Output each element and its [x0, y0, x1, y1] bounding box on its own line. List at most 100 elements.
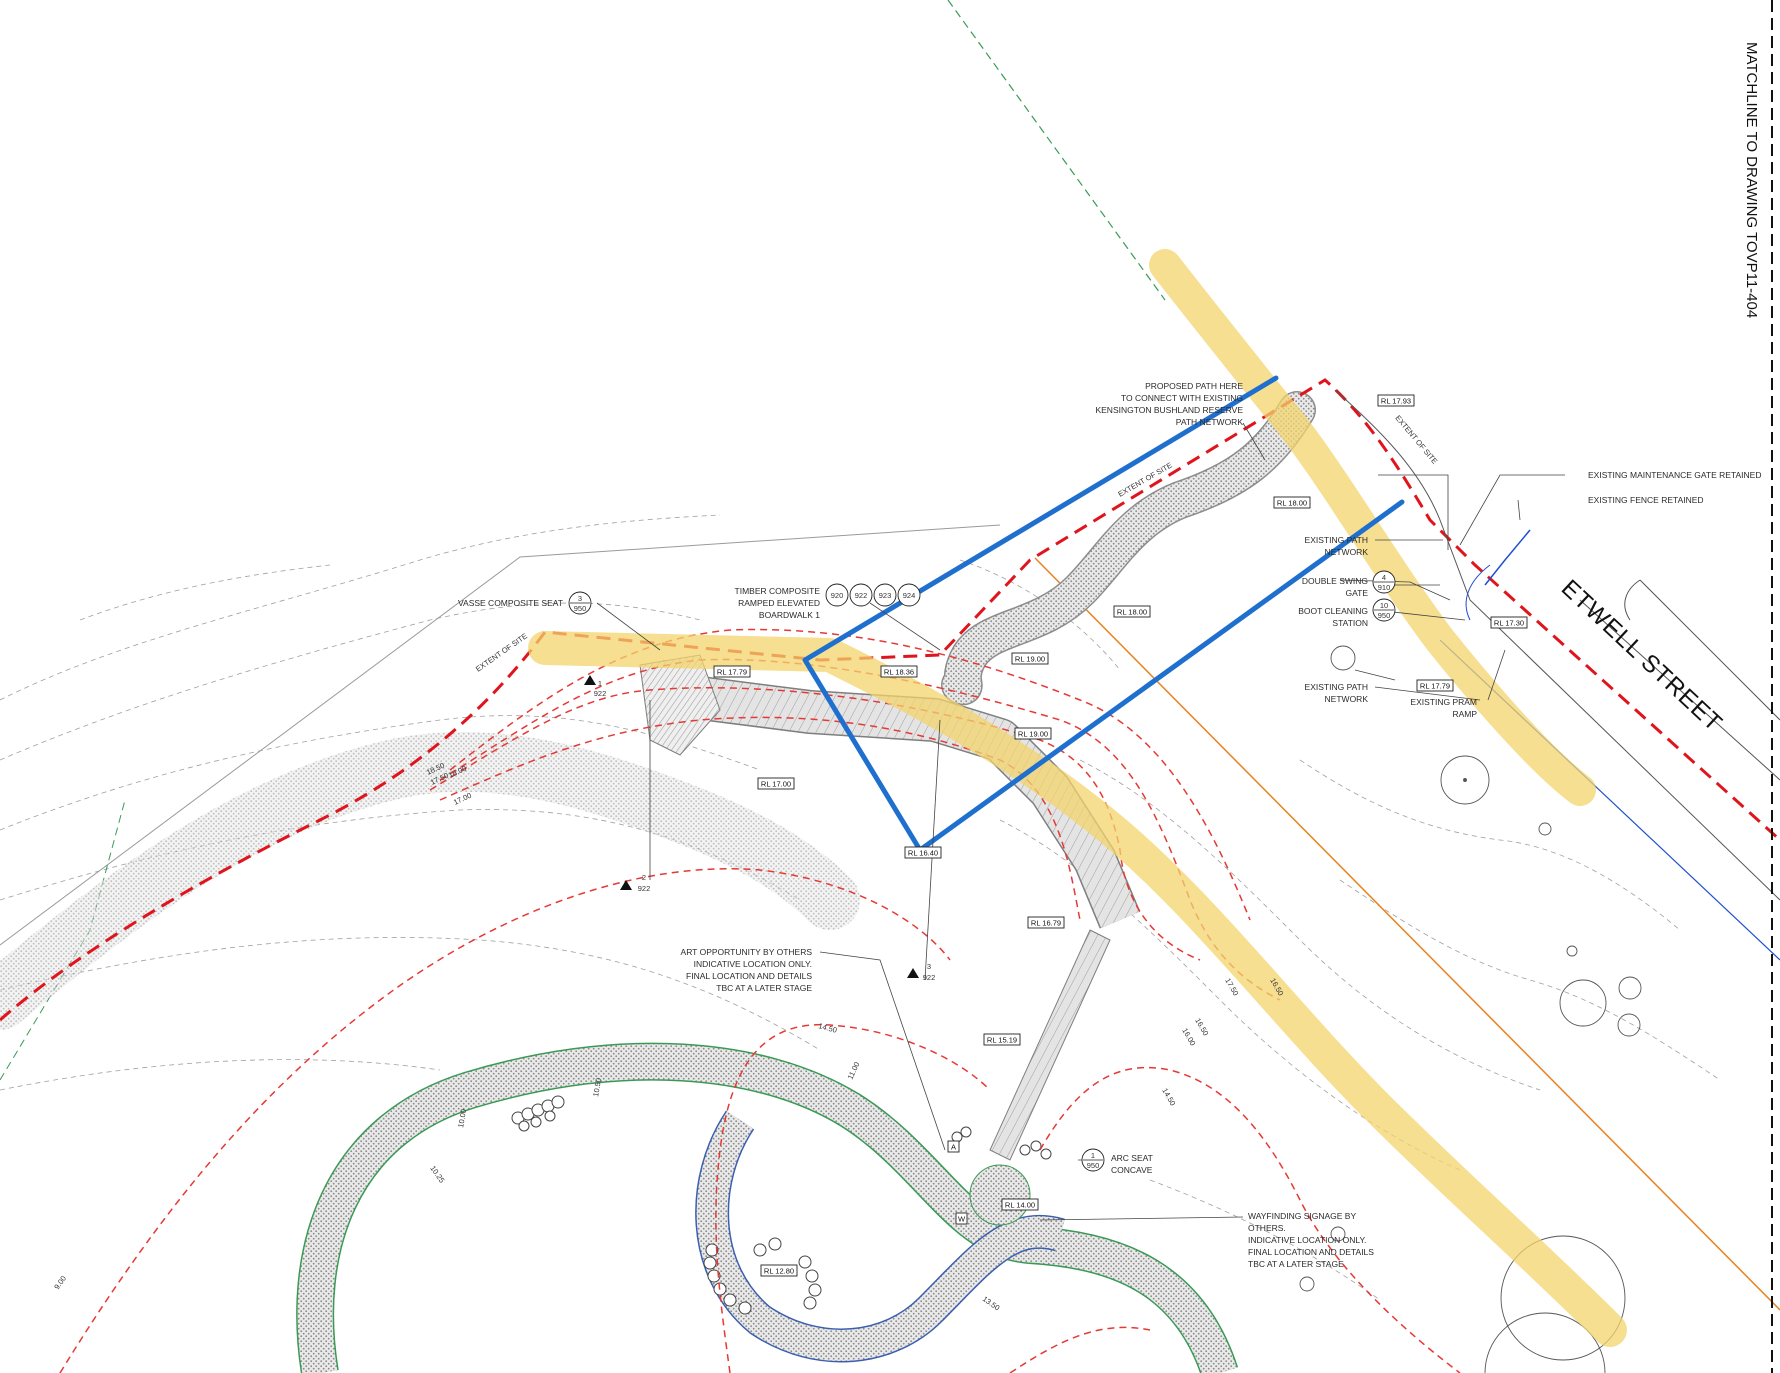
- svg-text:NETWORK: NETWORK: [1325, 547, 1369, 557]
- detail-ref-boot: 10 950: [1372, 598, 1396, 622]
- level-tag: RL 15.19: [983, 1033, 1021, 1046]
- contour-label: 9.00: [52, 1274, 68, 1291]
- svg-text:TBC AT A LATER STAGE: TBC AT A LATER STAGE: [716, 983, 812, 993]
- contour-label: 16.00: [1180, 1027, 1197, 1048]
- boardwalk-ref-3: 923: [879, 591, 892, 600]
- callout-existing-path-network: EXISTING PATH NETWORK: [1305, 682, 1369, 704]
- green-boundary-top: [947, 0, 1166, 301]
- svg-text:PROPOSED PATH HERE: PROPOSED PATH HERE: [1145, 381, 1243, 391]
- svg-text:EXISTING PATH: EXISTING PATH: [1305, 535, 1368, 545]
- svg-text:TBC AT A LATER STAGE: TBC AT A LATER STAGE: [1248, 1259, 1344, 1269]
- callout-double-swing-gate: DOUBLE SWING GATE: [1302, 576, 1368, 598]
- contour-label: 10.00: [456, 1108, 468, 1128]
- svg-text:RL 17.79: RL 17.79: [717, 668, 747, 677]
- site-outline: [0, 524, 1001, 946]
- svg-text:RAMPED ELEVATED: RAMPED ELEVATED: [738, 598, 820, 608]
- level-tag: RL 18.00: [1113, 605, 1151, 618]
- svg-text:CONCAVE: CONCAVE: [1111, 1165, 1153, 1175]
- extent-of-site-label: EXTENT OF SITE: [1393, 414, 1439, 466]
- callout-arc-seat: ARC SEAT CONCAVE: [1111, 1153, 1153, 1175]
- level-tag: RL 14.00: [1001, 1198, 1039, 1211]
- site-boundary: [0, 378, 1780, 1022]
- section-ref-1: 1 922: [594, 679, 607, 698]
- callout-existing-path-network: EXISTING PATH NETWORK: [1305, 535, 1369, 557]
- contour-labels: 18.50 17.50 18.00 17.00 14.50 14.50 16.5…: [52, 761, 1285, 1313]
- svg-text:FINAL LOCATION AND DETAILS: FINAL LOCATION AND DETAILS: [1248, 1247, 1374, 1257]
- svg-text:RL 19.00: RL 19.00: [1018, 730, 1048, 739]
- boot-ref-top: 10: [1380, 601, 1388, 610]
- contour-label: 10.50: [591, 1077, 603, 1097]
- gate-ref-bottom: 910: [1378, 583, 1391, 592]
- contour-label: 11.00: [846, 1061, 862, 1081]
- svg-text:RL 12.80: RL 12.80: [764, 1267, 794, 1276]
- section-1-num: 1: [598, 679, 602, 688]
- svg-text:RL 19.00: RL 19.00: [1015, 655, 1045, 664]
- svg-text:EXISTING PATH: EXISTING PATH: [1305, 682, 1368, 692]
- section-1-sheet: 922: [594, 689, 607, 698]
- level-tag: RL 16.79: [1027, 916, 1065, 929]
- level-tag: RL 18.00: [1273, 496, 1311, 509]
- svg-text:RAMP: RAMP: [1452, 709, 1477, 719]
- level-tag: RL 12.80: [760, 1264, 798, 1277]
- svg-text:OTHERS.: OTHERS.: [1248, 1223, 1286, 1233]
- callout-art-opportunity: ART OPPORTUNITY BY OTHERS INDICATIVE LOC…: [681, 947, 813, 993]
- svg-text:RL 17.00: RL 17.00: [761, 780, 791, 789]
- svg-text:RL 14.00: RL 14.00: [1005, 1201, 1035, 1210]
- level-tag: RL 17.93: [1377, 394, 1415, 407]
- callout-vasse-seat: VASSE COMPOSITE SEAT: [458, 598, 563, 608]
- matchline-label: MATCHLINE TO DRAWING TOVP11-404: [1743, 42, 1760, 318]
- svg-text:A: A: [951, 1143, 956, 1152]
- svg-text:INDICATIVE LOCATION ONLY.: INDICATIVE LOCATION ONLY.: [1248, 1235, 1366, 1245]
- callout-boot-cleaning-station: BOOT CLEANING STATION: [1298, 606, 1368, 628]
- section-markers: [584, 675, 919, 978]
- level-tag: RL 19.00: [1014, 727, 1052, 740]
- contour-label: 10.25: [428, 1164, 446, 1185]
- boardwalk-ref-4: 924: [903, 591, 916, 600]
- svg-text:PATH NETWORK: PATH NETWORK: [1176, 417, 1244, 427]
- level-tag: RL 17.79: [713, 665, 751, 678]
- callout-fence: EXISTING FENCE RETAINED: [1588, 495, 1704, 505]
- vasse-ref-top: 3: [578, 594, 582, 603]
- detail-ref-vasse: 3 950: [568, 591, 592, 615]
- level-tags: RL 17.93 RL 18.00 RL 18.00 RL 17.30 RL 1…: [713, 394, 1528, 1277]
- level-tag: RL 18.36: [880, 665, 918, 678]
- blue-annotation: [802, 375, 1405, 853]
- svg-text:RL 18.00: RL 18.00: [1277, 499, 1307, 508]
- svg-text:RL 16.79: RL 16.79: [1031, 919, 1061, 928]
- svg-text:RL 17.79: RL 17.79: [1420, 682, 1450, 691]
- svg-text:RL 15.19: RL 15.19: [987, 1036, 1017, 1045]
- svg-text:NETWORK: NETWORK: [1325, 694, 1369, 704]
- detail-ref-gate: 4 910: [1372, 570, 1396, 594]
- section-2-sheet: 922: [638, 884, 651, 893]
- svg-text:TO CONNECT WITH EXISTING: TO CONNECT WITH EXISTING: [1121, 393, 1243, 403]
- arc-ref-top: 1: [1091, 1151, 1095, 1160]
- svg-text:WAYFINDING SIGNAGE BY: WAYFINDING SIGNAGE BY: [1248, 1211, 1356, 1221]
- contour-label: 14.50: [1160, 1087, 1177, 1108]
- svg-text:FINAL LOCATION AND DETAILS: FINAL LOCATION AND DETAILS: [686, 971, 812, 981]
- svg-text:RL 17.30: RL 17.30: [1494, 619, 1524, 628]
- callout-proposed-path: PROPOSED PATH HERE TO CONNECT WITH EXIST…: [1095, 381, 1243, 427]
- leader-lines: [596, 422, 1565, 1221]
- level-tag: RL 17.00: [757, 777, 795, 790]
- gate-ref-top: 4: [1382, 573, 1386, 582]
- section-3-sheet: 922: [923, 973, 936, 982]
- level-tag: RL 17.79: [1416, 679, 1454, 692]
- contour-label: 14.50: [817, 1021, 837, 1035]
- extent-of-site-label: EXTENT OF SITE: [474, 631, 529, 673]
- svg-text:TIMBER COMPOSITE: TIMBER COMPOSITE: [735, 586, 821, 596]
- marker-a: A: [947, 1140, 960, 1153]
- svg-text:RL 18.36: RL 18.36: [884, 668, 914, 677]
- highlight-markings: [528, 249, 1627, 1347]
- arc-ref-bottom: 950: [1087, 1161, 1100, 1170]
- svg-text:W: W: [958, 1215, 966, 1224]
- svg-text:ART OPPORTUNITY BY OTHERS: ART OPPORTUNITY BY OTHERS: [681, 947, 813, 957]
- section-2-num: 2: [642, 873, 646, 882]
- contour-label: 13.50: [981, 1294, 1002, 1312]
- contour-label: 16.50: [1193, 1017, 1210, 1038]
- orange-property-line: [1034, 557, 1780, 1311]
- vasse-ref-bottom: 950: [574, 604, 587, 613]
- callout-maintenance-gate: EXISTING MAINTENANCE GATE RETAINED: [1588, 470, 1761, 480]
- svg-text:BOARDWALK 1: BOARDWALK 1: [759, 610, 820, 620]
- svg-text:STATION: STATION: [1332, 618, 1368, 628]
